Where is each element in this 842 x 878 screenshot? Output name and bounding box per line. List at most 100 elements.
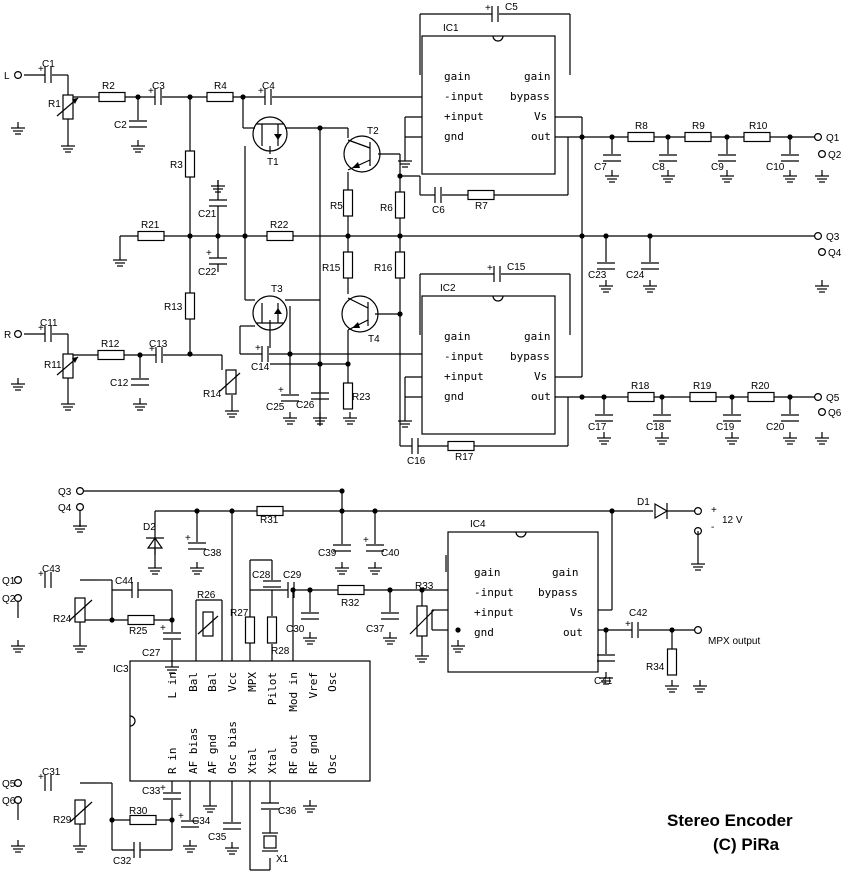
ic1-pin-vs: Vs xyxy=(534,110,547,123)
r24-label: R24 xyxy=(53,614,72,625)
capacitor-c34: +C34 xyxy=(178,811,211,828)
potentiometer-r11: R11 xyxy=(44,353,79,379)
junction-dot xyxy=(187,233,193,239)
c43-label: C43 xyxy=(42,564,61,575)
ground-icon xyxy=(398,415,412,428)
ground-icon xyxy=(133,398,147,411)
terminal-l: L xyxy=(4,70,23,82)
capacitor-c21: C21 xyxy=(198,199,227,220)
c38-label: C38 xyxy=(203,548,222,559)
c28-label: C28 xyxy=(252,570,271,581)
terminal-r: R xyxy=(4,330,23,341)
junction-dot xyxy=(724,134,730,140)
ic2-pin-gnd: gnd xyxy=(444,390,464,403)
ic2-pin-gain-right: gain xyxy=(524,330,551,343)
ic3-bottom-pin-1: AF bias xyxy=(187,728,200,774)
junction-dot xyxy=(215,233,221,239)
ground-icon xyxy=(211,180,225,193)
r31-label: R31 xyxy=(260,515,279,526)
r25-label: R25 xyxy=(129,626,148,637)
resistor-r5: R5 xyxy=(330,189,354,217)
junction-dot xyxy=(609,134,615,140)
ground-symbols xyxy=(11,122,829,855)
capacitor-c16: C16 xyxy=(407,438,426,467)
capacitor-c26: C26 xyxy=(296,392,329,411)
ground-icon xyxy=(303,632,317,645)
capacitor-c35: C35 xyxy=(208,822,241,843)
capacitor-c38: +C38 xyxy=(185,533,222,559)
ic3-top-pin-2: Bal xyxy=(206,672,219,692)
terminal-q4-label: Q4 xyxy=(58,503,72,514)
c11-label: C11 xyxy=(40,318,58,329)
junction-dot xyxy=(579,394,585,400)
ic1-pin-plus-input: +input xyxy=(444,110,484,123)
terminal-q2-label: Q2 xyxy=(828,150,842,161)
ground-icon xyxy=(61,140,75,153)
resistor-r3: R3 xyxy=(170,150,196,178)
junction-dot xyxy=(240,94,246,100)
c2-label: C2 xyxy=(114,120,127,131)
ic2-label: IC2 xyxy=(440,283,456,294)
resistor-r13: R13 xyxy=(164,292,196,320)
r6-label: R6 xyxy=(380,203,393,214)
capacitor-c10: C10 xyxy=(766,154,799,173)
ic1-pin-gain-right: gain xyxy=(524,70,551,83)
ic3-top-pin-4: MPX xyxy=(246,672,259,692)
ic3-bottom-pin-8: Osc xyxy=(326,754,339,774)
r26-label: R26 xyxy=(197,590,216,601)
junction-dot xyxy=(419,587,425,593)
supply-voltage-label: 12 V xyxy=(722,515,743,526)
ground-icon xyxy=(11,840,25,853)
ic2-pin-plus-input: +input xyxy=(444,370,484,383)
c15-polarity: + xyxy=(487,263,493,274)
junction-dot xyxy=(397,173,403,179)
ground-icon xyxy=(225,842,239,855)
resistor-r18: R18 xyxy=(627,381,655,403)
capacitor-c43: +C43 xyxy=(38,564,61,588)
capacitor-c9: C9 xyxy=(711,154,736,173)
c39-label: C39 xyxy=(318,548,337,559)
junction-dot xyxy=(287,351,293,357)
ic4-pin-gnd: gnd xyxy=(474,626,494,639)
d2-label: D2 xyxy=(143,522,156,533)
r9-label: R9 xyxy=(692,121,705,132)
resistor-r15: R15 xyxy=(322,251,354,279)
r16-label: R16 xyxy=(374,263,393,274)
junction-dot xyxy=(194,508,200,514)
terminal-q5: Q5 xyxy=(2,778,23,790)
potentiometer-r26: R26 xyxy=(197,590,219,637)
resistor-r31: R31 xyxy=(256,505,284,526)
capacitor-c11: +C11 xyxy=(38,318,58,342)
capacitor-c44: C44 xyxy=(115,576,139,598)
junction-dot xyxy=(455,627,461,633)
ic4-pin-minus-input: -input xyxy=(474,586,514,599)
ic3-top-pin-0: L in xyxy=(166,672,179,699)
ground-icon xyxy=(661,170,675,183)
c4-label: C4 xyxy=(262,81,275,92)
ic3-bottom-pin-5: Xtal xyxy=(266,748,279,775)
capacitor-c23: C23 xyxy=(588,262,615,281)
c44-label: C44 xyxy=(115,576,134,587)
transistor-t1: T1 xyxy=(252,116,288,168)
capacitor-c31: +C31 xyxy=(38,767,61,791)
resistor-r23: R23 xyxy=(342,382,371,410)
capacitor-c40: +C40 xyxy=(363,535,400,559)
c35-label: C35 xyxy=(208,832,227,843)
capacitor-c12: C12 xyxy=(110,378,149,389)
r34-label: R34 xyxy=(646,662,665,673)
terminal-connector xyxy=(693,507,702,516)
terminal-q6-label: Q6 xyxy=(828,408,842,419)
c22-polarity: + xyxy=(206,248,212,259)
r22-label: R22 xyxy=(270,220,289,231)
c1-polarity: + xyxy=(38,64,44,75)
capacitor-c2: C2 xyxy=(114,120,147,131)
junction-dot xyxy=(665,134,671,140)
r21-label: R21 xyxy=(141,220,160,231)
resistor-r30: R30 xyxy=(129,806,157,826)
capacitor-c25: +C25 xyxy=(266,385,299,413)
ic3-top-pin-5: Pilot xyxy=(266,672,279,705)
junction-dot xyxy=(290,587,296,593)
r7-label: R7 xyxy=(475,201,488,212)
